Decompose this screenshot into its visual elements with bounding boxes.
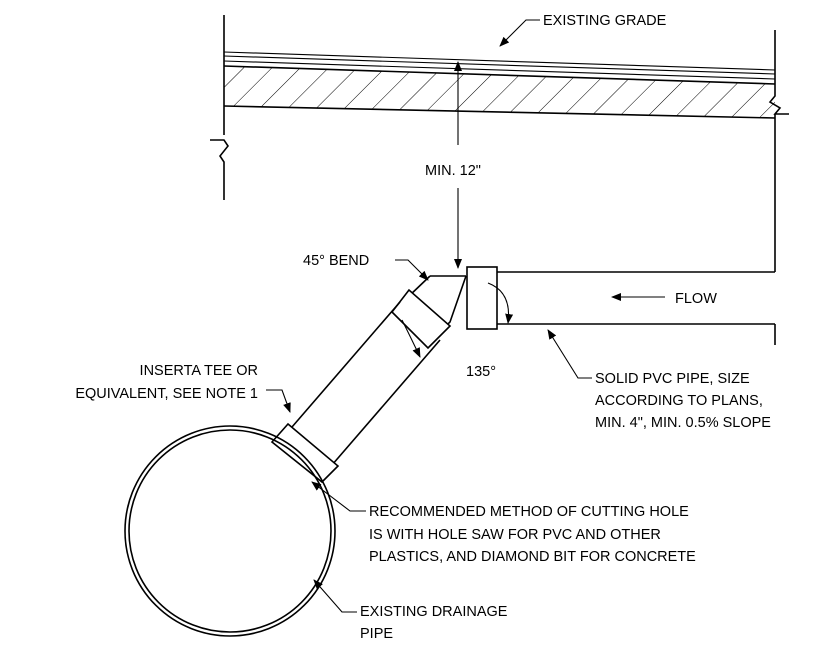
horizontal-pvc-pipe [466,266,775,330]
hole-label-line2: IS WITH HOLE SAW FOR PVC AND OTHER [369,527,661,543]
existing-grade-surface [223,51,776,119]
hole-label-line3: PLASTICS, AND DIAMOND BIT FOR CONCRETE [369,549,696,565]
trench-wall-left [210,15,229,200]
tee-label-line2: EQUIVALENT, SEE NOTE 1 [75,386,258,402]
drain-label-line2: PIPE [360,626,393,642]
pipe-label-line2: ACCORDING TO PLANS, [595,393,763,409]
angled-pvc-pipe [270,275,467,484]
bend-label: 45° BEND [303,253,369,269]
angle-arcs [401,282,514,358]
hole-label-line1: RECOMMENDED METHOD OF CUTTING HOLE [369,504,689,520]
inserta-tee [270,422,340,484]
tee-label-line1: INSERTA TEE OR [140,363,258,379]
angle-label: 135° [466,364,496,380]
flow-label: FLOW [675,291,717,307]
drain-label-line1: EXISTING DRAINAGE [360,604,508,620]
min-cover-label: MIN. 12" [425,163,481,179]
pipe-label-line1: SOLID PVC PIPE, SIZE [595,371,750,387]
pipe-coupling [466,266,498,330]
existing-drainage-pipe [124,425,336,637]
leader-lines [266,19,592,613]
pipe-label-line3: MIN. 4", MIN. 0.5% SLOPE [595,415,771,431]
trench-wall-right [768,30,789,345]
bend-coupling [390,288,452,350]
existing-grade-label: EXISTING GRADE [543,13,667,29]
